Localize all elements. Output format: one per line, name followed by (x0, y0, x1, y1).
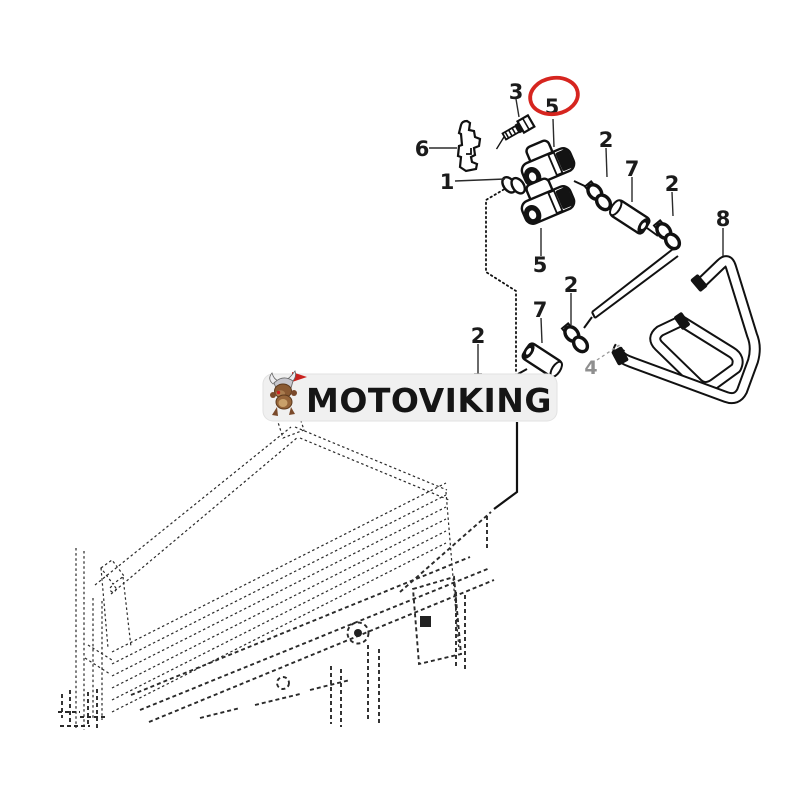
part-tube (591, 248, 679, 319)
callout-label-2-left: 2 (471, 324, 486, 348)
callout-label-5-lower: 5 (533, 253, 548, 277)
part-elbow-fitting-top (520, 139, 576, 187)
part-hose-triangle (611, 255, 761, 405)
callout-label-8: 8 (716, 207, 731, 231)
part-hose-short-upper (609, 199, 651, 235)
watermark-pill (262, 373, 558, 422)
highlight-circle (528, 75, 580, 117)
watermark-text: MOTOVIKING (306, 381, 552, 420)
part-hose-short-lower (521, 342, 563, 378)
viking-mascot-icon (269, 370, 307, 416)
callout-leader-lines (429, 98, 724, 375)
part-ring-fitting (501, 175, 527, 195)
callout-label-7-lower: 7 (533, 298, 548, 322)
callout-label-2-mid: 2 (564, 273, 579, 297)
part-bracket (456, 119, 482, 173)
callout-label-1: 1 (440, 170, 455, 194)
mounting-plate-boundary (485, 186, 519, 510)
ghost-radiator-outline (58, 411, 495, 730)
callout-label-2-upper-left: 2 (599, 128, 614, 152)
part-clamp-lower (560, 321, 590, 354)
callout-label-3: 3 (509, 80, 524, 104)
callout-label-7-upper: 7 (625, 157, 640, 181)
part-bolt (495, 113, 536, 150)
callout-label-2-upper-right: 2 (665, 172, 680, 196)
part-elbow-fitting-bottom (520, 177, 576, 225)
callout-label-4: 4 (584, 357, 597, 379)
callout-label-6: 6 (415, 137, 430, 161)
part-clamp-upper-right (652, 218, 682, 251)
hose-clamp-band (611, 274, 708, 366)
watermark: MOTOVIKING (262, 370, 558, 422)
part-clamp-upper-left (583, 179, 613, 212)
